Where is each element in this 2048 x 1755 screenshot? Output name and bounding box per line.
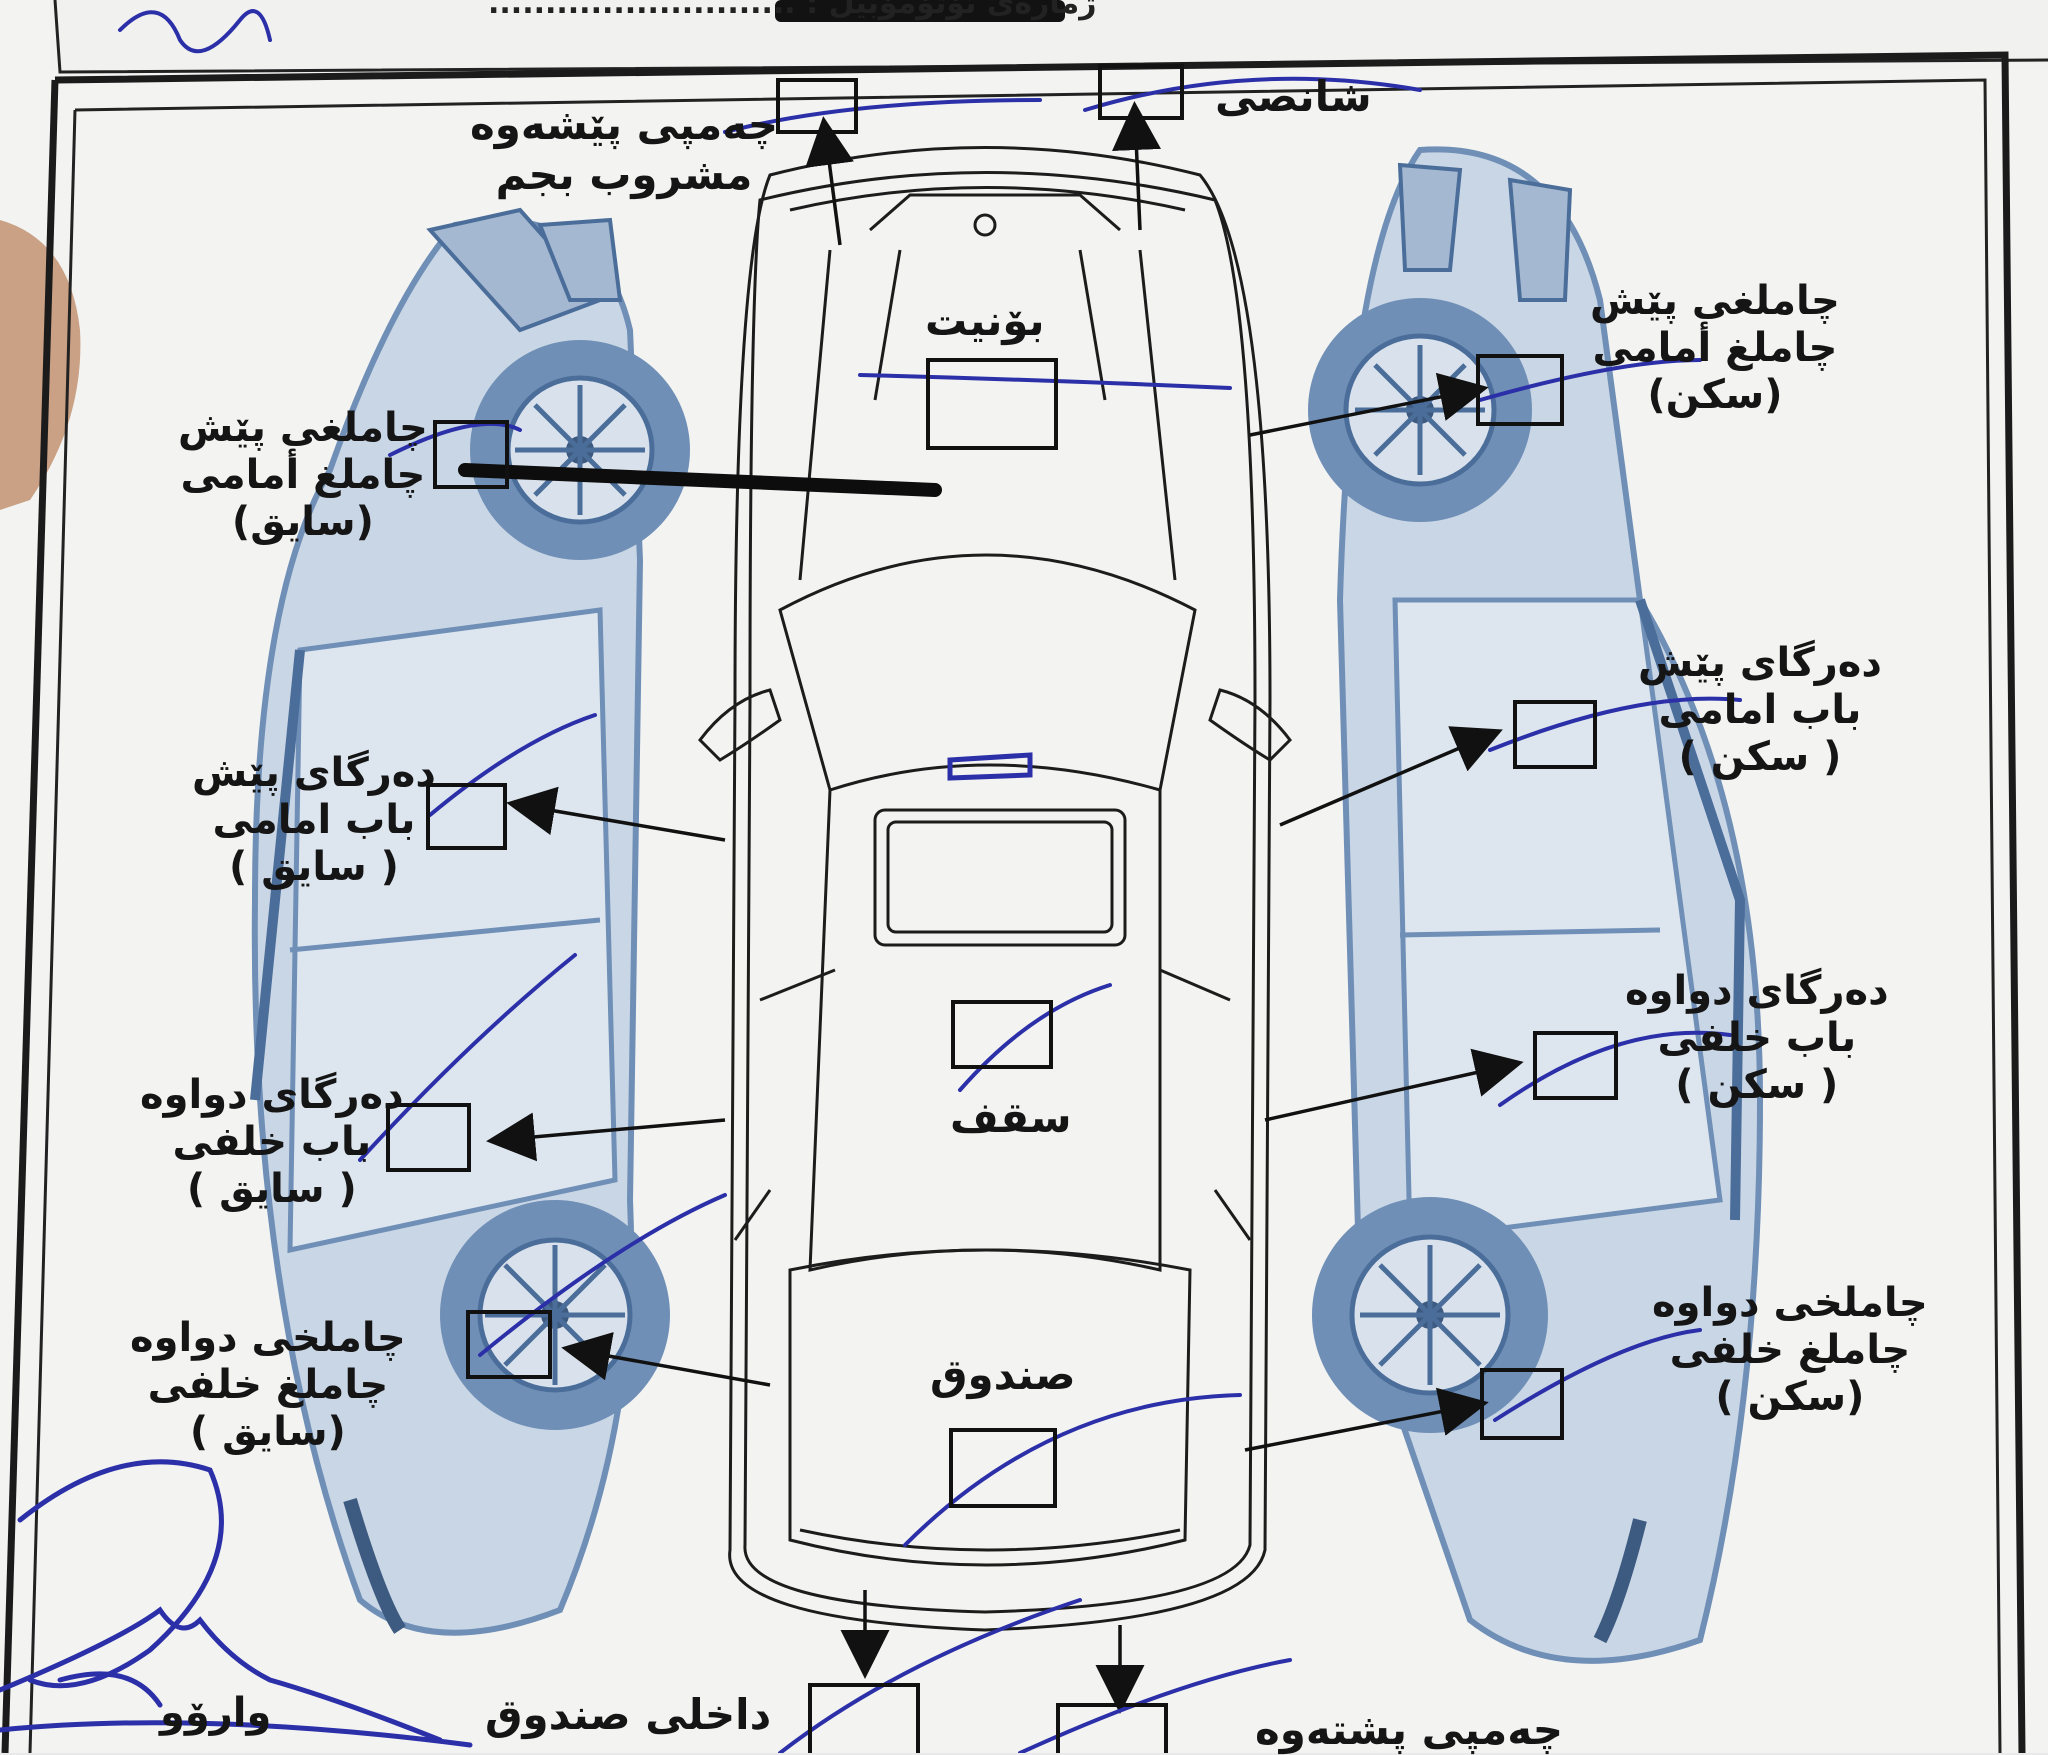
label-line: دەرگای پێش	[192, 750, 436, 796]
label-line: باب خلفی	[1657, 1015, 1857, 1062]
label-line: (سایق )	[189, 1409, 346, 1456]
checkbox-chassis	[1098, 64, 1184, 120]
label-line: دەرگای پێش	[1638, 640, 1882, 686]
checkbox-rear-door-driver	[386, 1103, 471, 1172]
label-line: چاملغ خلفی	[147, 1362, 389, 1409]
label-line: شانصی	[1215, 72, 1372, 121]
checkbox-front-bumper	[776, 78, 858, 134]
header-dots: ...........................	[488, 0, 796, 21]
label-rear-fender-driver: چاملخی دواوە چاملغ خلفی (سایق )	[130, 1315, 406, 1457]
label-line: دەرگای دواوە	[140, 1072, 404, 1118]
label-roof: سقف	[950, 1093, 1072, 1143]
label-line: ( سکن )	[1675, 1062, 1839, 1109]
label-front-fender-driver: چاملغی پێش چاملغ أمامی (سایق)	[178, 405, 428, 547]
checkbox-trunk	[949, 1428, 1057, 1508]
label-rear-bumper: چەمپی پشتەوە	[1255, 1705, 1563, 1755]
checkbox-rear-door-passenger	[1533, 1031, 1618, 1100]
label-line: وارۆو	[160, 1690, 272, 1736]
checkbox-rear-fender-driver	[466, 1310, 552, 1379]
header-field-label: ژمارەی ئۆتۆمۆبیل :	[806, 0, 1097, 21]
checkbox-rear-bumper	[1056, 1703, 1168, 1753]
label-hood: بۆنیت	[925, 296, 1044, 346]
checkbox-trunk-interior	[808, 1683, 920, 1753]
pen-mark	[947, 752, 1033, 781]
checkbox-front-door-passenger	[1513, 700, 1597, 769]
label-line: بۆنیت	[925, 296, 1045, 345]
label-trunk: صندوق	[930, 1350, 1076, 1400]
label-line: چاملغی پێش	[178, 405, 428, 451]
marker-stroke	[458, 463, 942, 497]
checkbox-front-door-driver	[426, 783, 507, 850]
label-front-bumper: چەمپی پێشەوە مشروب بجم	[470, 100, 778, 199]
label-line: چەمپی پشتەوە	[1255, 1705, 1564, 1754]
redaction-mark	[775, 0, 1065, 22]
label-line: داخلی صندوق	[485, 1690, 772, 1739]
label-line: چاملغ أمامی	[180, 452, 426, 499]
checkboxes	[386, 64, 1618, 1753]
pen-check-marks	[118, 9, 1742, 1753]
label-rear-fender-passenger: چاملخی دواوە چاملغ خلفی (سکن )	[1652, 1280, 1928, 1422]
label-line: مشروب بجم	[495, 149, 753, 199]
checkbox-roof	[951, 1000, 1053, 1069]
label-rear-door-driver: دەرگای دواوە باب خلفی ( سایق )	[140, 1072, 404, 1214]
label-front-fender-passenger: چاملغی پێش چاملغ أمامی (سکن)	[1590, 278, 1840, 420]
label-line: (سایق)	[231, 499, 374, 546]
center-car-top-view	[698, 146, 1292, 1632]
label-front-door-driver: دەرگای پێش باب امامی ( سایق )	[192, 750, 436, 892]
label-line: (سکن)	[1647, 372, 1783, 419]
label-line: باب امامی	[1658, 687, 1862, 734]
checkbox-hood	[926, 358, 1058, 450]
label-line: ( سکن )	[1678, 734, 1842, 781]
checkbox-front-fender-passenger	[1476, 354, 1564, 426]
label-line: چەمپی پێشەوە	[470, 100, 779, 149]
label-line: چاملخی دواوە	[1652, 1280, 1928, 1326]
label-line: باب امامی	[212, 797, 416, 844]
finger	[0, 220, 81, 510]
label-line: چاملخی دواوە	[130, 1315, 406, 1361]
checkbox-rear-fender-passenger	[1480, 1368, 1564, 1440]
label-trunk-interior: داخلی صندوق	[485, 1690, 771, 1740]
label-front-door-passenger: دەرگای پێش باب امامی ( سکن )	[1638, 640, 1882, 782]
label-line: چاملغ أمامی	[1592, 325, 1838, 372]
label-line: ( سایق )	[229, 844, 399, 891]
label-rear-door-passenger: دەرگای دواوە باب خلفی ( سکن )	[1625, 968, 1889, 1110]
label-line: چاملغ خلفی	[1669, 1327, 1911, 1374]
label-line: باب خلفی	[172, 1119, 372, 1166]
label-chassis: شانصی	[1215, 72, 1372, 122]
header-field: ژمارەی ئۆتۆمۆبیل : .....................…	[488, 0, 1096, 21]
label-line: سقف	[950, 1093, 1072, 1142]
checkbox-front-fender-driver	[433, 420, 509, 489]
label-line: ( سایق )	[186, 1166, 357, 1213]
arrows	[486, 101, 1524, 1714]
label-line: دەرگای دواوە	[1625, 968, 1889, 1014]
label-line: چاملغی پێش	[1590, 278, 1840, 324]
label-line: صندوق	[930, 1350, 1076, 1399]
label-line: (سکن )	[1715, 1374, 1865, 1421]
label-signature-name: وارۆو	[160, 1690, 271, 1737]
signature	[0, 1459, 473, 1748]
